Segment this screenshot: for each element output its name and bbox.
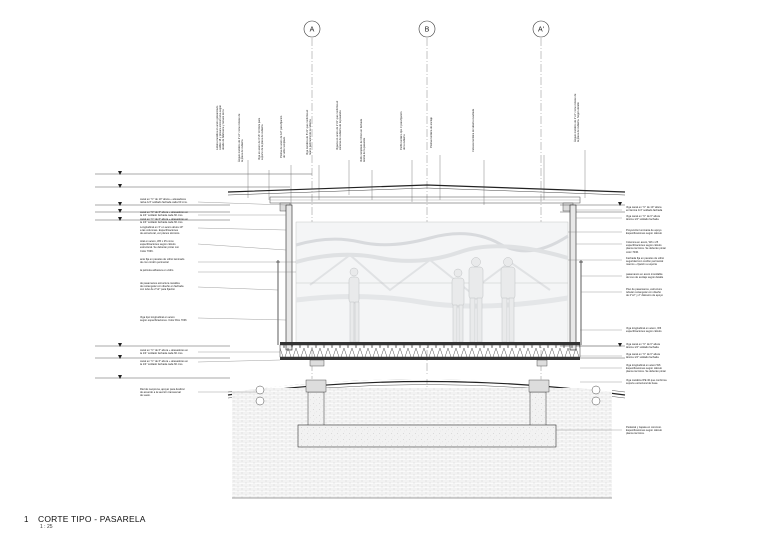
top-note-5: Viga metálica de 6"x3" que conforma el m… xyxy=(306,109,313,155)
left-note-9: Viga tipo longitudinal en acero según es… xyxy=(140,316,187,323)
roof-canopy xyxy=(227,184,626,212)
top-note-9: Platina metálica de anclaje xyxy=(430,117,433,148)
right-leaders xyxy=(556,209,622,431)
drawing-title: CORTE TIPO - PASARELA xyxy=(38,514,146,524)
left-note-2: canal en "C" de 6" altura + atiesadores … xyxy=(140,211,189,218)
right-note-7: Piso de pasamanos, estructura tubular re… xyxy=(626,288,663,298)
level-markers xyxy=(118,171,622,379)
person-4 xyxy=(500,257,516,343)
right-note-13: Pedestal y zapata en concreto. Especific… xyxy=(626,426,662,436)
foundations xyxy=(297,379,557,448)
axis-bubble-a: A xyxy=(303,20,321,38)
axis-bubble-a-prime: A' xyxy=(532,20,550,38)
right-note-3: Proyección luminaria de apoyo Especifica… xyxy=(626,229,662,236)
right-note-11: Viga longitudinal en acero W6 Especifica… xyxy=(626,364,666,374)
people-silhouettes xyxy=(348,257,516,343)
top-note-11: Ángulo metálico de 2"x2" como remate de … xyxy=(574,93,581,142)
left-note-5: total en acero, W6 x 25 como especificac… xyxy=(140,240,180,253)
left-leaders xyxy=(197,201,296,393)
right-note-5: Fachada fija en paneles de vidrio seguri… xyxy=(626,257,665,267)
right-note-2: Viga canal en "C" de 6" altura lámina 1/… xyxy=(626,215,661,222)
left-note-4: Longitudinal en 3" en acero altura 10" a… xyxy=(140,226,184,236)
pile-markers xyxy=(255,385,601,406)
top-note-4: Platina de acero de 1/2" para fijación d… xyxy=(280,115,287,158)
axis-label-a: A xyxy=(310,27,315,34)
person-1 xyxy=(348,267,360,343)
top-note-8: Perfil metálico tipo C para fijación de … xyxy=(400,111,407,151)
right-note-12: Viga metálica IPE 40 que conforma soport… xyxy=(626,379,667,386)
top-note-10: Celosía metálica de tubería cuadrada xyxy=(472,108,475,152)
right-note-8: Viga longitudinal en acero, W6 especific… xyxy=(626,327,662,334)
top-note-1: Lámina metálica en acero galvanizado cal… xyxy=(216,104,226,150)
drawing-number: 1 xyxy=(24,515,29,524)
top-note-7: Vidrio templado de 10mm en fachada later… xyxy=(360,118,367,162)
person-3 xyxy=(468,257,484,343)
left-note-3: canal en "C" de 6" altura + atiesadores … xyxy=(140,218,189,225)
left-note-1: canal en "C" de 10" altura + atiesadores… xyxy=(140,198,188,205)
left-note-8: de pasamanos estructura metálica de rect… xyxy=(140,282,184,292)
top-note-2: Ángulo metálico de 2"x2" como remate de … xyxy=(238,113,245,162)
axis-label-b: B xyxy=(425,27,430,34)
deck-truss xyxy=(279,342,581,367)
right-note-6: pasamanos en acero inoxidable de tuvo de… xyxy=(626,273,664,280)
right-note-10: Viga canal en "C" de 6" altura lámina 1/… xyxy=(626,353,661,360)
glass-facade xyxy=(295,221,569,345)
top-note-6: Vigueta en acero de 2"x3" que conforma e… xyxy=(336,100,343,150)
person-2 xyxy=(451,268,465,343)
left-note-12: Riel de neoprena, apoyar para deslizar d… xyxy=(140,388,185,398)
left-note-11: canal en "C" de 6" altura + atiesadores … xyxy=(140,360,189,367)
right-note-4: Columna en acero, W6 x 25 especificacion… xyxy=(626,241,666,254)
top-note-3: Viga en acero de 3"x6" H=3mm para soport… xyxy=(258,117,265,160)
left-note-6: ante fija en paneles de vidrio laminado … xyxy=(140,258,185,265)
right-note-9: Viga canal en "C" de 6" altura lámina 1/… xyxy=(626,343,661,350)
left-note-7: la película adhesiva en vidrio xyxy=(140,269,174,272)
drawing-scale: 1 : 25 xyxy=(40,524,53,530)
axis-bubble-b: B xyxy=(418,20,436,38)
left-note-10: canal en "C" de 6" altura + atiesadores … xyxy=(140,349,189,356)
right-note-1: Viga canal en "C" de 10" altura en lámin… xyxy=(626,206,663,213)
axis-label-a-prime: A' xyxy=(538,27,544,34)
